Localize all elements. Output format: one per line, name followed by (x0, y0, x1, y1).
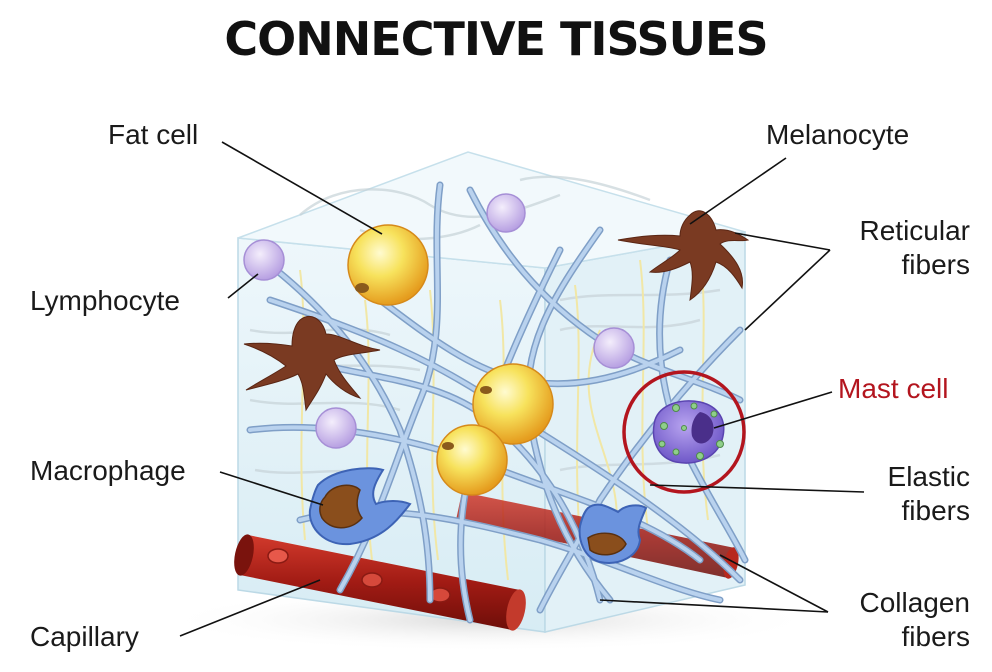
label-reticular-line1: Reticular (859, 215, 970, 246)
label-collagen-line1: Collagen (859, 587, 970, 618)
label-macrophage: Macrophage (30, 455, 186, 486)
label-reticular-fibers: Reticular fibers (820, 214, 970, 282)
fat-cell-top (347, 224, 429, 306)
fat-cell-middle (472, 363, 554, 445)
mast-cell (652, 400, 725, 464)
lymphocyte-top (486, 193, 526, 233)
macrophages (308, 467, 648, 564)
melanocytes (243, 210, 750, 412)
leader-reticular-a (734, 232, 831, 251)
label-elastic-line2: fibers (901, 495, 970, 526)
leader-fat-cell (221, 141, 383, 235)
leader-lines (179, 141, 865, 637)
mast-cell-highlight-circle (622, 370, 746, 494)
lymphocyte-lower (315, 407, 357, 449)
label-mast-cell: Mast cell (838, 373, 949, 404)
label-elastic-line1: Elastic (887, 461, 970, 492)
fat-cell-lower (436, 424, 508, 496)
label-melanocyte: Melanocyte (766, 119, 910, 150)
leader-collagen-b (599, 599, 829, 613)
lymphocyte-right (593, 327, 635, 369)
leader-melanocyte (689, 157, 787, 225)
label-reticular-line2: fibers (901, 249, 970, 280)
label-elastic-fibers: Elastic fibers (820, 460, 970, 528)
melanocyte-left (243, 316, 381, 412)
label-capillary: Capillary (30, 621, 139, 652)
lymphocytes (243, 193, 635, 449)
melanocyte-right (617, 210, 750, 302)
capillary-front (234, 534, 526, 631)
leader-macrophage (219, 471, 324, 506)
label-collagen-fibers: Collagen fibers (820, 586, 970, 654)
leader-reticular-b (744, 249, 831, 331)
leader-mast-cell (713, 391, 833, 429)
leader-collagen-a (719, 554, 829, 613)
diagram-title: CONNECTIVE TISSUES (224, 12, 768, 66)
lymphocyte-left (243, 239, 285, 281)
leader-lymphocyte (227, 273, 259, 299)
label-fat-cell: Fat cell (108, 119, 199, 150)
label-collagen-line2: fibers (901, 621, 970, 652)
label-lymphocyte: Lymphocyte (30, 285, 180, 316)
leader-capillary (179, 579, 321, 637)
fat-cells (347, 224, 554, 496)
leader-elastic (649, 484, 865, 493)
